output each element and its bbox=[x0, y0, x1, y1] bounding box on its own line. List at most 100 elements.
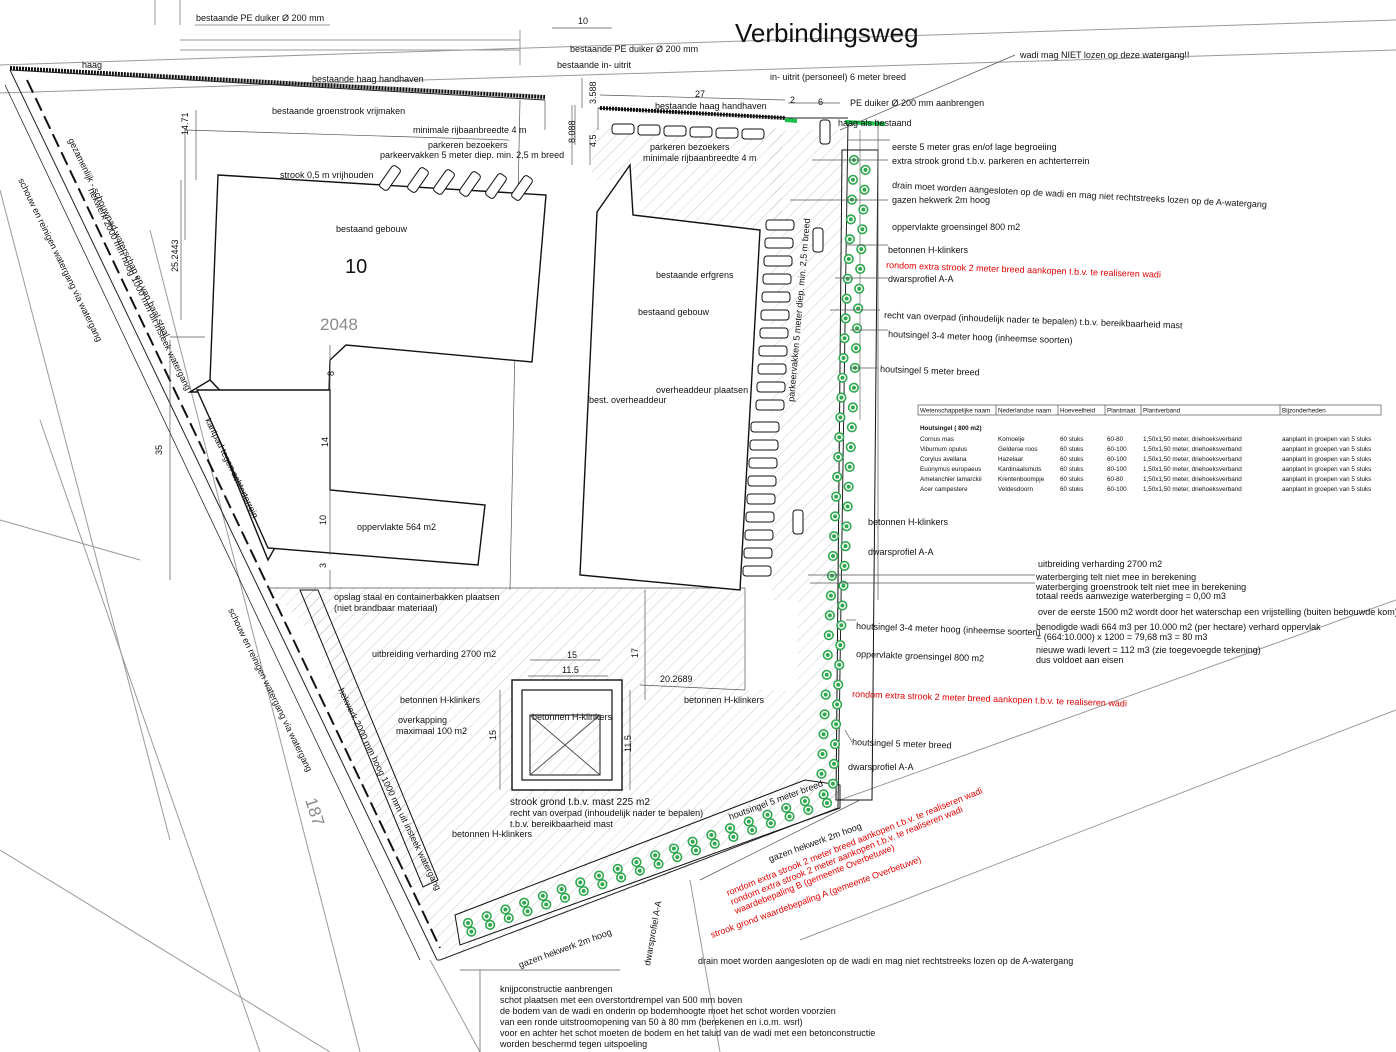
note-4: van een ronde uitstroomopening van 50 à … bbox=[500, 1017, 803, 1027]
tree-crown bbox=[824, 672, 829, 677]
calc-3: waterberging groenstrook telt niet mee i… bbox=[1035, 582, 1246, 592]
tree-crown bbox=[845, 504, 850, 509]
dim-6: 6 bbox=[818, 97, 823, 107]
label-best-overheaddeur: best. overheaddeur bbox=[589, 395, 667, 405]
table-cell: 60 stuks bbox=[1060, 466, 1083, 473]
table-cell: Veldesdoorn bbox=[998, 486, 1034, 493]
plant-table: Wetenschappelijke naam Nederlandse naam … bbox=[917, 404, 1382, 493]
dim-115b: 11.5 bbox=[623, 735, 633, 752]
dim-202689: 20.2689 bbox=[660, 674, 693, 684]
tree-crown bbox=[857, 286, 862, 291]
tree-crown bbox=[833, 742, 838, 747]
tree-crown bbox=[690, 839, 695, 844]
label-groenstrook: bestaande groenstrook vrijmaken bbox=[272, 106, 405, 116]
parking-cars bbox=[379, 119, 831, 577]
label-haag: haag bbox=[82, 60, 102, 70]
tree-crown bbox=[765, 812, 770, 817]
label-h-klinkers-4: betonnen H-klinkers bbox=[452, 829, 533, 839]
tree-crown bbox=[559, 887, 564, 892]
table-cell: Hazelaar bbox=[998, 456, 1023, 463]
tree-crown bbox=[842, 563, 847, 568]
label-h-klinkers-2: betonnen H-klinkers bbox=[532, 712, 613, 722]
tree-crown bbox=[858, 266, 863, 271]
road-name: Verbindingsweg bbox=[735, 18, 919, 48]
table-cell: Acer campestere bbox=[920, 486, 968, 493]
house-number-grey: 2048 bbox=[320, 315, 358, 334]
table-cell: aanplant in groepen van 5 stuks bbox=[1282, 436, 1371, 443]
table-cell: aanplant in groepen van 5 stuks bbox=[1282, 446, 1371, 453]
label-in-uitrit-bestaand: bestaande in- uitrit bbox=[557, 60, 632, 70]
tree-crown bbox=[848, 217, 853, 222]
table-cell: Kardinaalsmuts bbox=[998, 466, 1041, 473]
tree-crown bbox=[841, 356, 846, 360]
tree-crown bbox=[469, 929, 474, 934]
tree-crown bbox=[834, 494, 839, 499]
note-5: voor en achter het schot moeten de bodem… bbox=[500, 1028, 875, 1038]
right-r12: betonnen H-klinkers bbox=[868, 517, 949, 527]
tree-crown bbox=[841, 583, 846, 588]
mast-plot bbox=[499, 659, 631, 791]
right-r13: dwarsprofiel A-A bbox=[868, 547, 934, 557]
dim-27: 27 bbox=[695, 89, 705, 99]
tree-crown bbox=[768, 821, 773, 826]
table-cell: 60 stuks bbox=[1060, 436, 1083, 443]
dim-3: 3 bbox=[318, 563, 328, 568]
tree-crown bbox=[540, 893, 545, 898]
right-r10: houtsingel 3-4 meter hoog (inheemse soor… bbox=[888, 329, 1073, 345]
tree-crown bbox=[506, 916, 511, 921]
tree-crown bbox=[712, 841, 717, 846]
tree-crown bbox=[838, 643, 843, 648]
right-r2: extra strook grond t.b.v. parkeren en ac… bbox=[892, 156, 1089, 166]
right-r16-red: rondom extra strook 2 meter breed aankop… bbox=[852, 689, 1127, 709]
label-erfgrens: bestaande erfgrens bbox=[656, 270, 734, 280]
table-cell: 1,50x1,50 meter, driehoeksverband bbox=[1143, 486, 1242, 493]
dim-10: 10 bbox=[578, 16, 588, 26]
tree-crown bbox=[842, 336, 847, 341]
right-r8: dwarsprofiel A-A bbox=[888, 274, 954, 284]
right-r9: recht van overpad (inhoudelijk nader te … bbox=[884, 310, 1183, 330]
tree-crown bbox=[731, 834, 736, 839]
right-r11: houtsingel 5 meter breed bbox=[880, 364, 980, 377]
tree-crown bbox=[637, 868, 642, 873]
tree-crown bbox=[634, 860, 639, 865]
table-cell: Viburnum opulus bbox=[920, 446, 967, 453]
table-cell: 60-100 bbox=[1107, 446, 1127, 453]
dim-15b: 15 bbox=[488, 730, 498, 740]
label-niet-brandbaar: (niet brandbaar materiaal) bbox=[334, 603, 438, 613]
tree-crown bbox=[846, 257, 851, 261]
calc-7: = (664:10.000) x 1200 = 79,68 m3 = 80 m3 bbox=[1036, 632, 1207, 642]
label-strook-vrijhouden: strook 0,5 m vrijhouden bbox=[280, 170, 374, 180]
note-1: knijpconstructie aanbrengen bbox=[500, 984, 613, 994]
label-pe-duiker-new: PE duiker Ø 200 mm aanbrengen bbox=[850, 98, 984, 108]
table-cell: 60-100 bbox=[1107, 456, 1127, 463]
table-cell: aanplant in groepen van 5 stuks bbox=[1282, 456, 1371, 463]
th-size: Plantmaat bbox=[1107, 408, 1136, 415]
tree-crown bbox=[843, 316, 848, 321]
tree-crown bbox=[709, 833, 714, 837]
label-in-uitrit-personeel: in- uitrit (personeel) 6 meter breed bbox=[770, 72, 906, 82]
label-opslag-staal: opslag staal en containerbakken plaatsen bbox=[334, 592, 500, 602]
tree-crown bbox=[860, 227, 865, 232]
table-cell: aanplant in groepen van 5 stuks bbox=[1282, 486, 1371, 493]
dim-8: 8 bbox=[326, 371, 336, 376]
tree-crown bbox=[850, 177, 855, 182]
label-overheaddeur: overheaddeur plaatsen bbox=[656, 385, 748, 395]
right-r18: dwarsprofiel A-A bbox=[848, 762, 914, 772]
label-bestaand-gebouw-2: bestaand gebouw bbox=[638, 307, 710, 317]
right-r14: houtsingel 3-4 meter hoog (inheemse soor… bbox=[856, 621, 1041, 637]
tree-crown bbox=[728, 826, 733, 831]
tree-crown bbox=[821, 792, 826, 797]
table-cell: 60-100 bbox=[1107, 486, 1127, 493]
tree-crown bbox=[615, 866, 620, 871]
tree-crown bbox=[784, 805, 789, 810]
tree-crown bbox=[828, 593, 833, 598]
tree-crown bbox=[825, 801, 829, 805]
tree-crown bbox=[750, 828, 755, 833]
tree-crown bbox=[522, 900, 527, 905]
th-nl: Nederlandse naam bbox=[998, 408, 1051, 415]
calc-8: nieuwe wadi levert = 112 m3 (zie toegevo… bbox=[1036, 645, 1261, 655]
table-cell: Corylus avellana bbox=[920, 456, 967, 463]
tree-crown bbox=[653, 853, 658, 858]
tree-crown bbox=[826, 633, 831, 638]
